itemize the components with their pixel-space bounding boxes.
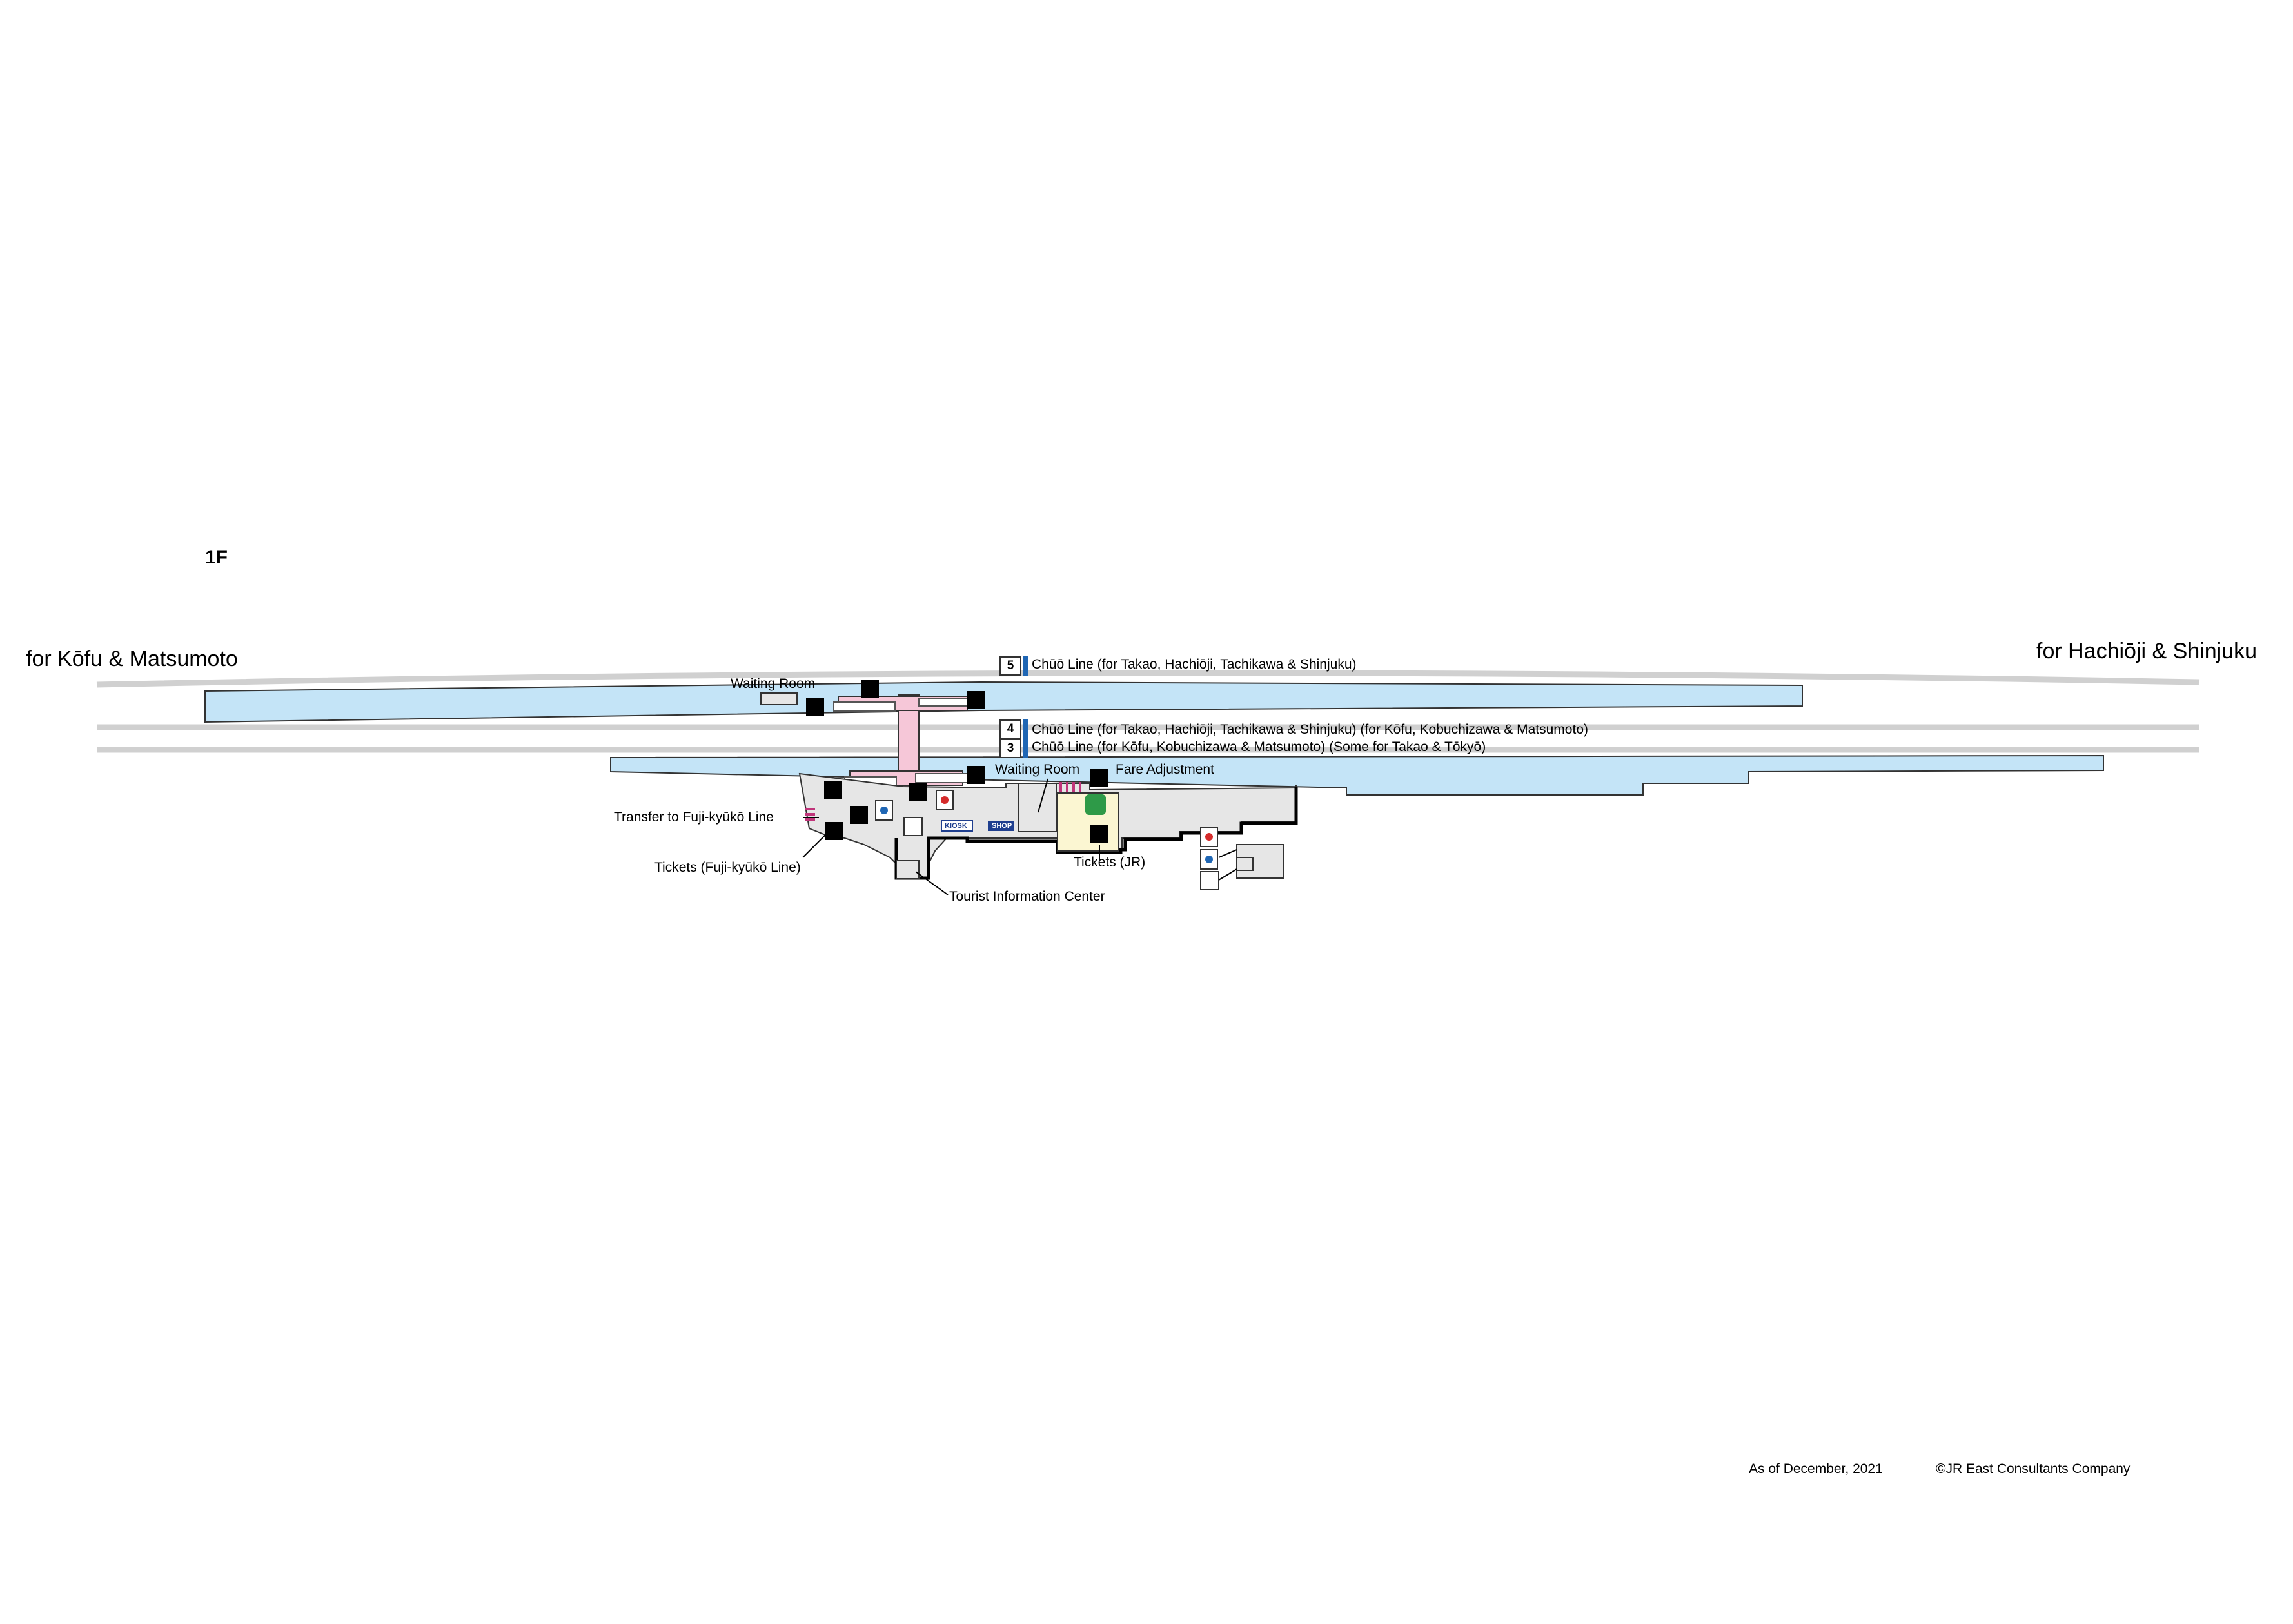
escalator-icon [967, 691, 985, 709]
direction-left: for Kōfu & Matsumoto [26, 647, 238, 671]
accessible-toilet-icon [1200, 871, 1219, 890]
rails [96, 670, 2200, 753]
escalator-icon [967, 766, 985, 784]
elevator-icon [861, 680, 879, 698]
leader-lines [802, 778, 1237, 895]
kiosk-badge [941, 820, 973, 832]
stairs-north-right [918, 698, 971, 707]
ticket-machine-icon [825, 822, 843, 840]
floor-label: 1F [205, 547, 228, 568]
stairs-north-left [833, 701, 896, 712]
transfer-fujikyu-label: Transfer to Fuji-kyūkō Line [614, 810, 774, 825]
waiting-room-south-area [1018, 783, 1057, 832]
track-5-badge: 5 [999, 656, 1028, 676]
platform-north [204, 681, 1803, 723]
track-3-label: Chūō Line (for Kōfu, Kobuchizawa & Matsu… [1032, 739, 1486, 754]
tourist-info-room [896, 860, 920, 879]
shop-badge [988, 821, 1014, 831]
toilet-male-figure-east [1205, 856, 1213, 863]
copyright: ©JR East Consultants Company [1936, 1462, 2131, 1476]
leader-tourist [915, 871, 949, 895]
waiting-room-south-label: Waiting Room [995, 762, 1080, 777]
leader-tickets-fujikyu [802, 834, 826, 858]
info-icon [1085, 794, 1106, 815]
fare-adjustment-label: Fare Adjustment [1116, 762, 1214, 777]
ticket-gates-jr [1059, 782, 1081, 792]
escalator-icon [806, 698, 824, 716]
waiting-room-north-label: Waiting Room [731, 676, 816, 691]
shop-label: SHOP [992, 822, 1012, 830]
toilet-male-figure [880, 807, 888, 814]
leader-toilets-east [1218, 849, 1237, 858]
rail-track-5-north [96, 670, 2200, 688]
east-annex [1236, 844, 1284, 879]
track-4-badge: 4 [999, 719, 1028, 739]
track-5-label: Chūō Line (for Takao, Hachiōji, Tachikaw… [1032, 657, 1357, 672]
annex-inner [1236, 857, 1254, 871]
leader-waiting-south [1038, 778, 1048, 813]
leader-accessible-east [1218, 868, 1237, 881]
stairs-south [915, 773, 968, 783]
elevator-icon [850, 806, 868, 824]
ticket-machine-icon [1090, 769, 1108, 787]
tickets-fujikyu-label: Tickets (Fuji-kyūkō Line) [654, 860, 801, 875]
kiosk-label: KIOSK [945, 822, 967, 830]
tickets-jr-label: Tickets (JR) [1074, 855, 1146, 870]
waiting-room-north-box [760, 692, 798, 705]
ticket-gates-fujikyu [805, 808, 815, 821]
track-4-label: Chūō Line (for Takao, Hachiōji, Tachikaw… [1032, 722, 1588, 737]
ticket-machine-icon [1090, 825, 1108, 843]
toilet-female-figure-east [1205, 833, 1213, 841]
escalator-icon [824, 781, 842, 799]
icons [806, 680, 1219, 890]
as-of-date: As of December, 2021 [1749, 1462, 1883, 1476]
tourist-info-label: Tourist Information Center [949, 889, 1105, 904]
elevator-icon [909, 783, 927, 801]
track-3-badge: 3 [999, 739, 1028, 758]
toilet-female-figure [941, 796, 949, 804]
direction-right: for Hachiōji & Shinjuku [2036, 639, 2258, 663]
building-outline [894, 787, 1298, 880]
accessible-toilet-icon [903, 817, 923, 836]
